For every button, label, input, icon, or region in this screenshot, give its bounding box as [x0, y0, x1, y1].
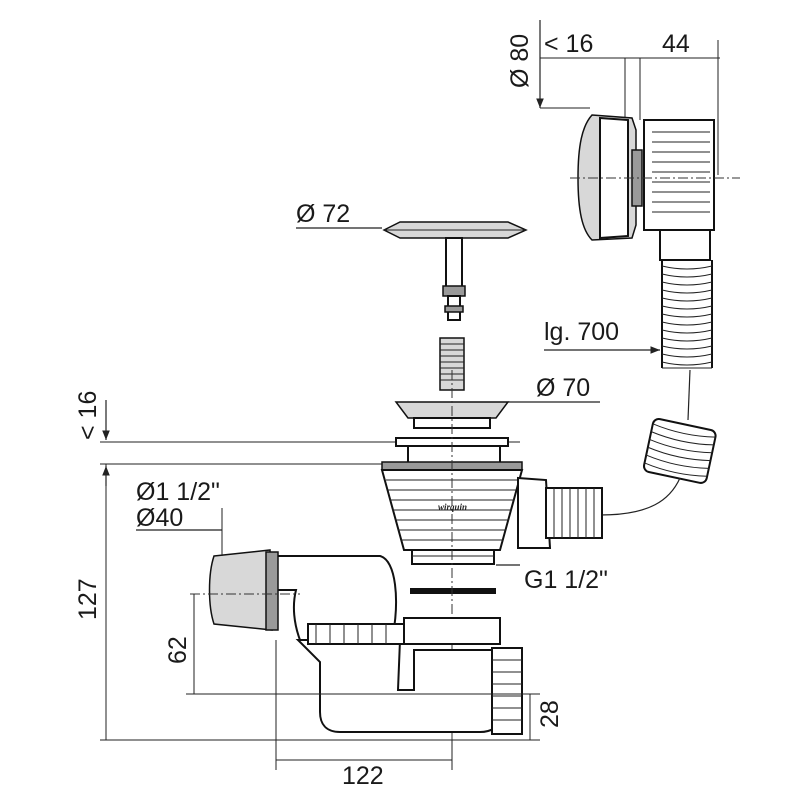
- trap-outlet-nut: [491, 647, 523, 735]
- overflow-inlet: [517, 476, 552, 549]
- overflow-gap-label: < 16: [544, 30, 593, 58]
- brand-mark: wirquin: [438, 502, 467, 512]
- overflow-body: [643, 119, 715, 231]
- hose-length-label: lg. 700: [544, 318, 619, 346]
- overflow-depth-label: 44: [662, 30, 690, 58]
- total-height-label: 127: [74, 578, 102, 620]
- plug-thread-pin: [439, 337, 465, 391]
- plug-stem: [445, 237, 463, 289]
- outlet-thread-label: Ø1 1/2": [136, 478, 220, 506]
- outlet-height-label: 62: [164, 636, 192, 664]
- plug-diameter-label: Ø 72: [296, 200, 350, 228]
- plug-assembly: [296, 221, 528, 391]
- outlet-cap: [208, 549, 273, 631]
- waste-body: wirquin: [100, 370, 603, 760]
- overflow-unit: [536, 20, 740, 261]
- horizontal-offset-label: 122: [342, 762, 384, 790]
- overflow-hose-lower: [599, 418, 717, 516]
- gasket: [410, 588, 496, 594]
- overflow-spigot: [659, 229, 711, 261]
- trap-bowl: [295, 639, 501, 733]
- overflow-inlet-corrugated: [545, 487, 603, 539]
- dimension-lines: [100, 346, 660, 770]
- trap-nut-right: [403, 617, 501, 645]
- overflow-hose-upper: [661, 260, 713, 421]
- waste-thread-label: G1 1/2": [524, 566, 608, 594]
- trap: [190, 549, 523, 735]
- dimension-labels: Ø 80 < 16 44 Ø 72 lg. 700 Ø 70 < 16 Ø1 1…: [74, 30, 690, 790]
- outlet-diameter-label: Ø40: [136, 504, 183, 532]
- overflow-ribs: [652, 131, 710, 213]
- waste-thread-base: [411, 549, 495, 565]
- flange-diameter-label: Ø 70: [536, 374, 590, 402]
- tub-thickness-label: < 16: [74, 391, 102, 440]
- overflow-diameter-label: Ø 80: [506, 34, 534, 88]
- bottom-height-label: 28: [536, 700, 564, 728]
- flange: [394, 401, 600, 429]
- trap-nut-left: [307, 623, 405, 645]
